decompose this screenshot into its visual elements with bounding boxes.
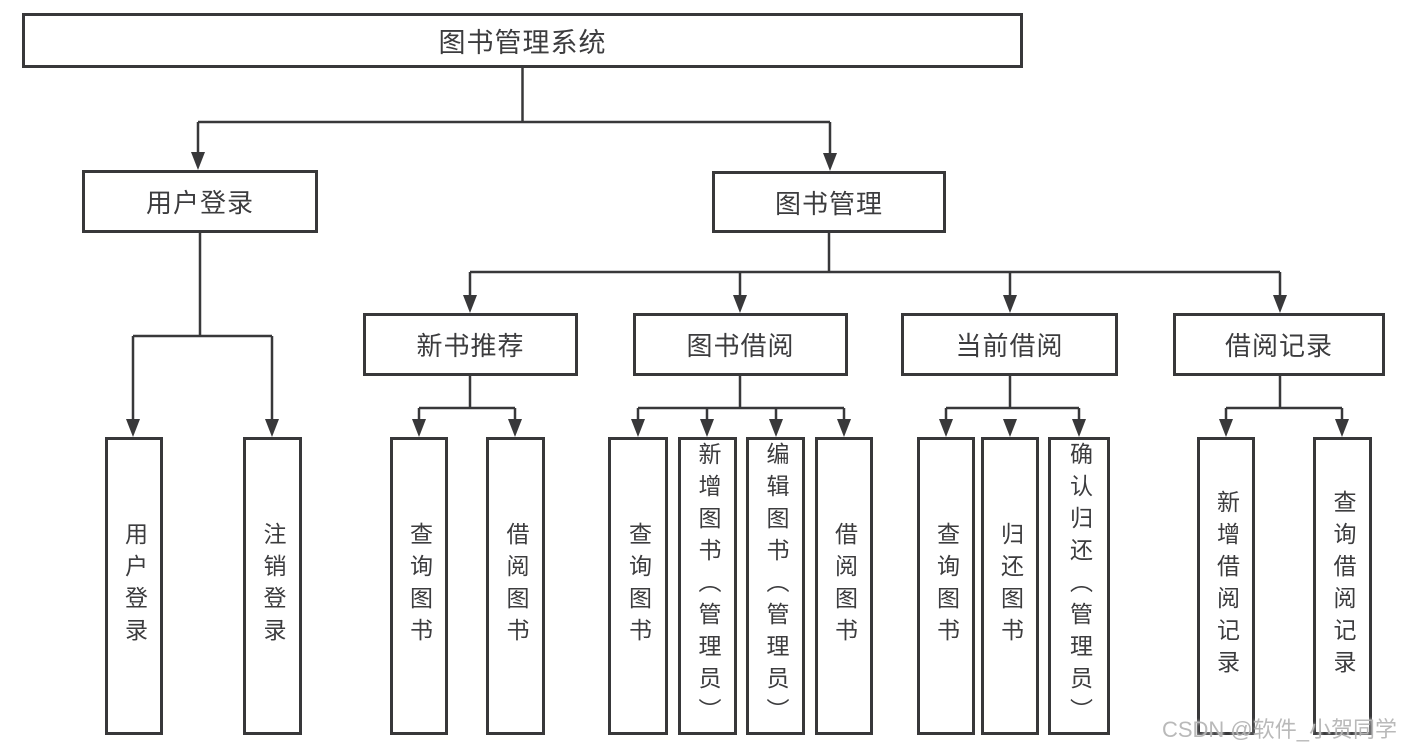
leaf-rec-borrow-book: 借阅图书 — [486, 437, 545, 735]
leaf-confirm-return-admin: 确认归还（管理员） — [1048, 437, 1110, 735]
leaf-return-book: 归还图书 — [981, 437, 1039, 735]
leaf-current-query-book-label: 查询图书 — [933, 522, 960, 650]
node-book-management: 图书管理 — [712, 171, 946, 233]
leaf-rec-borrow-book-label: 借阅图书 — [503, 522, 529, 650]
leaf-add-book-admin: 新增图书（管理员） — [678, 437, 737, 735]
leaf-user-login-label: 用户登录 — [121, 522, 148, 650]
arrowhead-icons — [126, 152, 1349, 437]
leaf-query-borrow-record: 查询借阅记录 — [1313, 437, 1372, 735]
node-new-book-recommendation: 新书推荐 — [363, 313, 578, 376]
leaf-logout-label: 注销登录 — [260, 522, 286, 650]
csdn-watermark: CSDN @软件_小贺同学 — [1161, 717, 1397, 742]
node-book-borrowing: 图书借阅 — [633, 313, 848, 376]
leaf-current-query-book: 查询图书 — [917, 437, 975, 735]
leaf-rec-query-book-label: 查询图书 — [406, 522, 433, 650]
leaf-logout: 注销登录 — [243, 437, 302, 735]
leaf-rec-query-book: 查询图书 — [390, 437, 448, 735]
node-user-login: 用户登录 — [82, 170, 318, 233]
leaf-add-borrow-record-label: 新增借阅记录 — [1213, 490, 1240, 682]
leaf-return-book-label: 归还图书 — [997, 522, 1024, 650]
leaf-add-book-admin-label: 新增图书（管理员） — [695, 442, 721, 730]
leaf-add-borrow-record: 新增借阅记录 — [1197, 437, 1255, 735]
leaf-user-login: 用户登录 — [105, 437, 163, 735]
leaf-borrow-query-book-label: 查询图书 — [625, 522, 652, 650]
leaf-confirm-return-admin-label: 确认归还（管理员） — [1066, 442, 1093, 730]
node-library-management-system: 图书管理系统 — [22, 13, 1023, 68]
leaf-borrow-book: 借阅图书 — [815, 437, 873, 735]
leaf-query-borrow-record-label: 查询借阅记录 — [1330, 490, 1356, 682]
leaf-edit-book-admin-label: 编辑图书（管理员） — [763, 442, 789, 730]
leaf-borrow-book-label: 借阅图书 — [831, 522, 858, 650]
leaf-edit-book-admin: 编辑图书（管理员） — [746, 437, 805, 735]
leaf-borrow-query-book: 查询图书 — [608, 437, 668, 735]
node-current-borrowing: 当前借阅 — [901, 313, 1118, 376]
node-borrowing-records: 借阅记录 — [1173, 313, 1385, 376]
